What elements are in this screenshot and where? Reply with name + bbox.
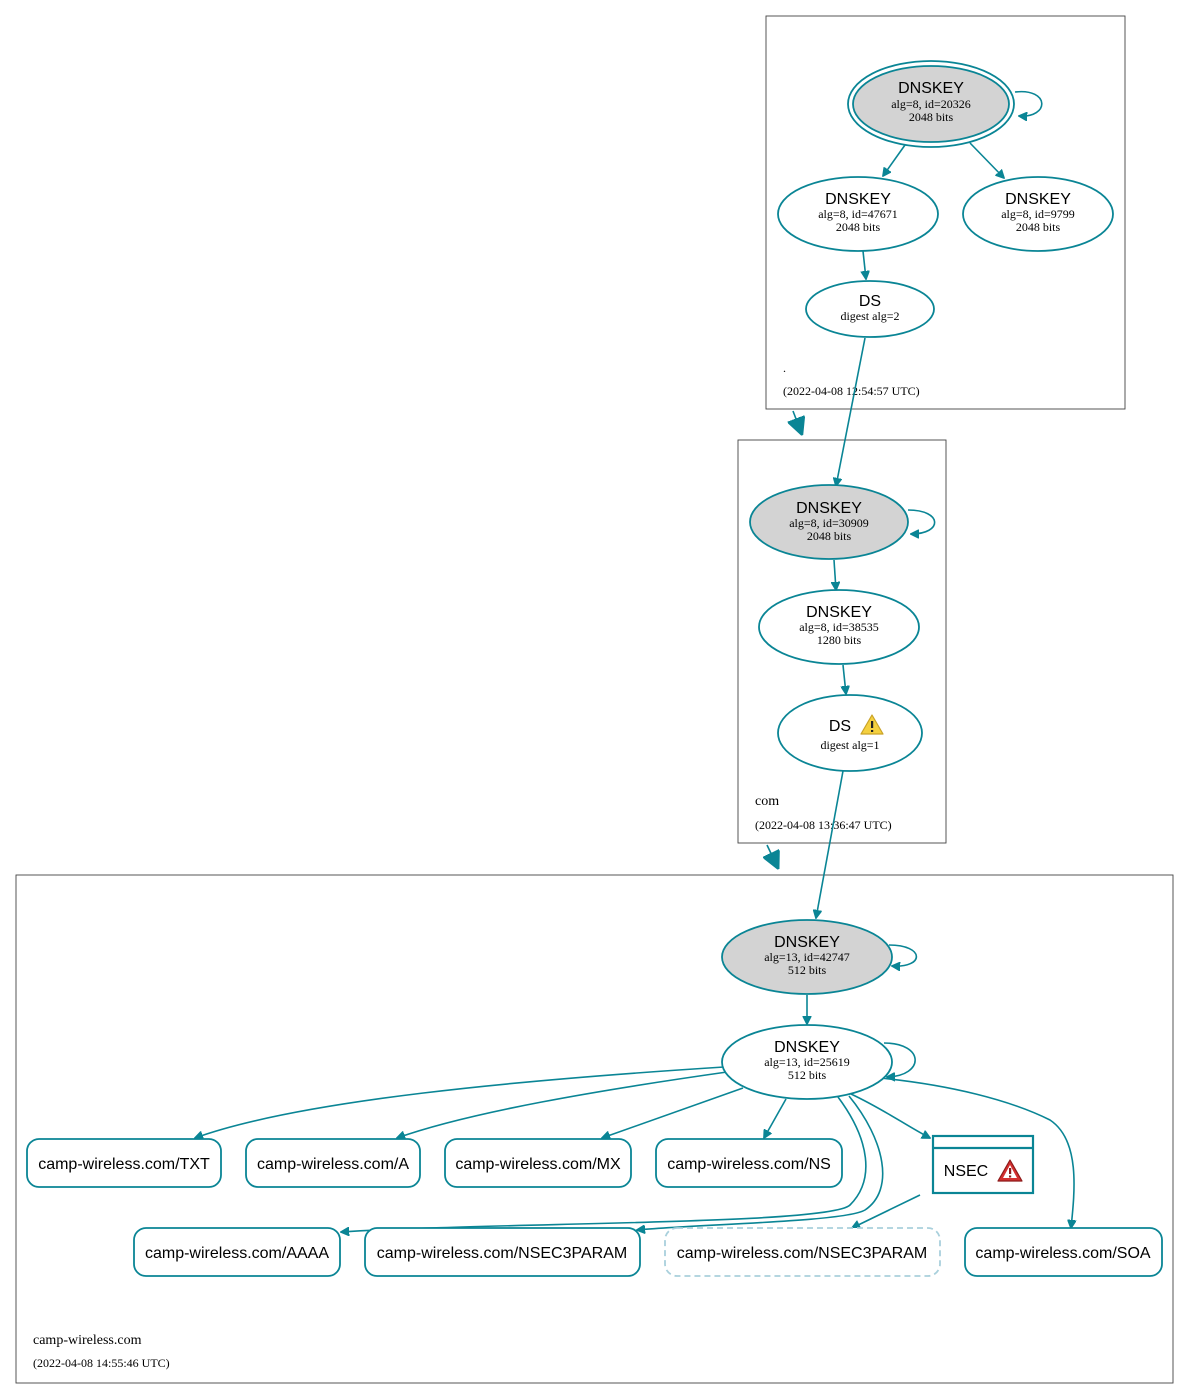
camp-ksk-title: DNSKEY <box>774 934 840 951</box>
edge-com-ksk-self <box>907 509 936 534</box>
com-ksk-node[interactable]: DNSKEY alg=8, id=30909 2048 bits <box>749 484 909 560</box>
edge-zsk-txt <box>195 1066 725 1138</box>
edge-zsk-mx <box>602 1087 744 1138</box>
warning-icon <box>860 714 884 735</box>
com-zsk-title: DNSKEY <box>806 604 872 621</box>
edge-root-ksk-self <box>1014 90 1043 116</box>
com-zsk-node[interactable]: DNSKEY alg=8, id=38535 1280 bits <box>758 589 920 665</box>
root-ksk-alg: alg=8, id=20326 <box>891 97 971 111</box>
nsec-node[interactable]: NSEC <box>931 1134 1035 1195</box>
record-aaaa[interactable]: camp-wireless.com/AAAA <box>133 1227 341 1277</box>
error-icon <box>997 1159 1023 1182</box>
root-ksk-bits: 2048 bits <box>909 110 954 124</box>
record-mx-label: camp-wireless.com/MX <box>455 1156 621 1173</box>
delegation-com-camp-arrow <box>767 844 777 866</box>
edge-com-ds-camp-ksk <box>816 770 844 918</box>
zone-camp-name: camp-wireless.com <box>33 1333 142 1348</box>
record-a[interactable]: camp-wireless.com/A <box>245 1138 421 1188</box>
zone-com-time: (2022-04-08 13:36:47 UTC) <box>755 818 892 832</box>
root-zsk2-node[interactable]: DNSKEY alg=8, id=9799 2048 bits <box>962 176 1114 252</box>
com-ds-title: DS <box>829 718 851 735</box>
record-nsec3param-missing[interactable]: camp-wireless.com/NSEC3PARAM <box>664 1227 941 1277</box>
edge-camp-ksk-self <box>888 944 918 966</box>
camp-ksk-node[interactable]: DNSKEY alg=13, id=42747 512 bits <box>721 919 893 995</box>
record-nsec3param-missing-label: camp-wireless.com/NSEC3PARAM <box>677 1245 927 1262</box>
root-ds-node[interactable]: DS digest alg=2 <box>805 280 935 338</box>
record-txt[interactable]: camp-wireless.com/TXT <box>26 1138 222 1188</box>
zone-camp-box <box>15 874 1174 1384</box>
edge-root-ds-com-ksk <box>836 337 866 486</box>
root-ds-title: DS <box>859 293 881 310</box>
camp-zsk-node[interactable]: DNSKEY alg=13, id=25619 512 bits <box>721 1024 893 1100</box>
com-zsk-bits: 1280 bits <box>817 633 862 647</box>
zone-root-time: (2022-04-08 12:54:57 UTC) <box>783 384 920 398</box>
com-ds-digest: digest alg=1 <box>820 738 879 752</box>
zone-root-name: . <box>783 361 786 375</box>
zone-com-name: com <box>755 794 779 809</box>
root-ksk-title: DNSKEY <box>898 80 964 97</box>
record-nsec3param[interactable]: camp-wireless.com/NSEC3PARAM <box>364 1227 641 1277</box>
camp-zsk-alg: alg=13, id=25619 <box>764 1055 850 1069</box>
edges <box>195 90 1074 1232</box>
root-zsk-title: DNSKEY <box>825 191 891 208</box>
edge-com-ksk-zsk <box>834 559 836 590</box>
root-zsk-alg: alg=8, id=47671 <box>818 207 898 221</box>
zone-camp-time: (2022-04-08 14:55:46 UTC) <box>33 1356 170 1370</box>
root-ds-digest: digest alg=2 <box>840 309 899 323</box>
root-zsk-node[interactable]: DNSKEY alg=8, id=47671 2048 bits <box>777 176 939 252</box>
nsec-title: NSEC <box>944 1163 988 1180</box>
edge-zsk-soa <box>879 1077 1074 1228</box>
edge-camp-zsk-self <box>883 1042 916 1077</box>
edge-zsk-aaaa <box>341 1096 867 1232</box>
edge-root-ksk-zsk <box>883 144 906 176</box>
edge-zsk-a <box>397 1071 728 1138</box>
record-aaaa-label: camp-wireless.com/AAAA <box>145 1245 329 1262</box>
root-zsk2-title: DNSKEY <box>1005 191 1071 208</box>
camp-zsk-title: DNSKEY <box>774 1039 840 1056</box>
root-zsk2-alg: alg=8, id=9799 <box>1001 207 1075 221</box>
edge-zsk-nsec3param <box>637 1095 884 1230</box>
root-zsk2-bits: 2048 bits <box>1016 220 1061 234</box>
record-ns-label: camp-wireless.com/NS <box>667 1156 831 1173</box>
record-soa[interactable]: camp-wireless.com/SOA <box>964 1227 1163 1277</box>
record-txt-label: camp-wireless.com/TXT <box>38 1156 210 1173</box>
edge-root-ksk-zsk2 <box>969 142 1004 178</box>
com-ds-node[interactable]: DS digest alg=1 <box>777 694 923 772</box>
com-ksk-title: DNSKEY <box>796 500 862 517</box>
camp-ksk-alg: alg=13, id=42747 <box>764 950 850 964</box>
com-ksk-alg: alg=8, id=30909 <box>789 516 869 530</box>
camp-ksk-bits: 512 bits <box>788 963 827 977</box>
camp-zsk-bits: 512 bits <box>788 1068 827 1082</box>
edge-zsk-nsec <box>850 1093 930 1138</box>
zone-camp: camp-wireless.com (2022-04-08 14:55:46 U… <box>15 874 1174 1384</box>
root-zsk-bits: 2048 bits <box>836 220 881 234</box>
record-mx[interactable]: camp-wireless.com/MX <box>444 1138 632 1188</box>
root-ksk-node[interactable]: DNSKEY alg=8, id=20326 2048 bits <box>847 60 1015 148</box>
edge-nsec-nsec3param-missing <box>852 1194 921 1228</box>
edge-root-zsk-ds <box>863 250 866 279</box>
record-a-label: camp-wireless.com/A <box>257 1156 409 1173</box>
record-soa-label: camp-wireless.com/SOA <box>975 1245 1150 1262</box>
record-ns[interactable]: camp-wireless.com/NS <box>655 1138 843 1188</box>
com-zsk-alg: alg=8, id=38535 <box>799 620 879 634</box>
edge-com-zsk-ds <box>843 664 846 694</box>
com-ksk-bits: 2048 bits <box>807 529 852 543</box>
record-nsec3param-label: camp-wireless.com/NSEC3PARAM <box>377 1245 627 1262</box>
delegation-root-com-arrow <box>793 410 801 432</box>
edge-zsk-ns <box>764 1098 787 1138</box>
